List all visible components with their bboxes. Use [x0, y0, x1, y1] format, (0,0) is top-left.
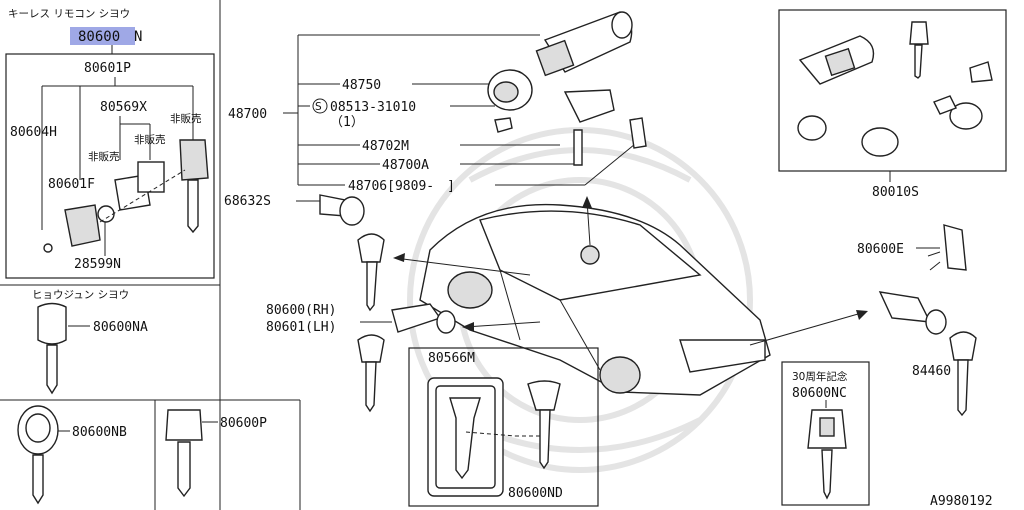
label-80604H[interactable]: 80604H	[10, 125, 57, 140]
box-80566M	[408, 347, 599, 507]
lock-set-80010S-illustration	[797, 21, 993, 157]
highlight-part-number[interactable]: 80600	[78, 29, 120, 45]
key-80600P-illustration	[165, 409, 203, 498]
label-80600ND[interactable]: 80600ND	[508, 486, 563, 501]
highlight-box	[70, 27, 135, 45]
label-48750[interactable]: 48750	[342, 78, 381, 93]
door-lock-illustration	[357, 303, 456, 413]
key-card-illustration	[427, 377, 561, 497]
anniversary-label: 30周年記念	[792, 370, 848, 383]
label-48700A[interactable]: 48700A	[382, 158, 429, 173]
not-for-sale-2: 非販売	[134, 133, 166, 146]
label-80600NC[interactable]: 80600NC	[792, 386, 847, 401]
steering-lock-illustration	[487, 11, 647, 166]
latch-80600E-illustration	[927, 224, 967, 271]
label-28599N[interactable]: 28599N	[74, 257, 121, 272]
label-80600NB[interactable]: 80600NB	[72, 425, 127, 440]
key-80600NA-illustration	[37, 302, 67, 395]
label-48700[interactable]: 48700	[228, 107, 267, 122]
car-illustration	[419, 203, 771, 396]
screw-symbol-icon	[312, 98, 328, 114]
left-panel-borders	[0, 0, 301, 510]
label-08513-qty: （1）	[330, 115, 364, 130]
label-48702M[interactable]: 48702M	[362, 139, 409, 154]
footer-code: A9980192	[930, 494, 993, 509]
label-80600E[interactable]: 80600E	[857, 242, 904, 257]
label-80601F[interactable]: 80601F	[48, 177, 95, 192]
label-80600NA[interactable]: 80600NA	[93, 320, 148, 335]
label-80569X[interactable]: 80569X	[100, 100, 147, 115]
box-80010S	[778, 9, 1007, 172]
label-80600P[interactable]: 80600P	[220, 416, 267, 431]
label-08513-31010[interactable]: 08513-31010	[330, 100, 416, 115]
box-80600NC	[781, 361, 870, 506]
label-84460[interactable]: 84460	[912, 364, 951, 379]
label-80601LH[interactable]: 80601(LH)	[266, 320, 336, 335]
rear-lock-84460-illustration	[878, 291, 977, 417]
screw-symbol-letter: S	[315, 101, 322, 113]
hyojun-title: ヒョウジュン シヨウ	[32, 289, 129, 301]
steering-lock-leader-lines	[283, 34, 641, 186]
remote-key-assembly-illustration	[43, 139, 209, 253]
trunk-lock-illustration	[319, 194, 385, 312]
label-80566M[interactable]: 80566M	[428, 351, 475, 366]
label-80601P[interactable]: 80601P	[84, 61, 131, 76]
key-80600NC-illustration	[807, 409, 847, 500]
not-for-sale-3: 非販売	[88, 150, 120, 163]
not-for-sale-1: 非販売	[170, 112, 202, 125]
key-80600NB-illustration	[17, 405, 59, 505]
label-80010S[interactable]: 80010S	[872, 185, 919, 200]
highlight-part-suffix: N	[134, 29, 142, 45]
label-80600RH[interactable]: 80600(RH)	[266, 303, 336, 318]
label-48706[interactable]: 48706[9809- ]	[348, 179, 455, 194]
label-68632S[interactable]: 68632S	[224, 194, 271, 209]
keyless-title: キーレス リモコン シヨウ	[8, 8, 130, 20]
pointer-arrows	[393, 196, 868, 346]
